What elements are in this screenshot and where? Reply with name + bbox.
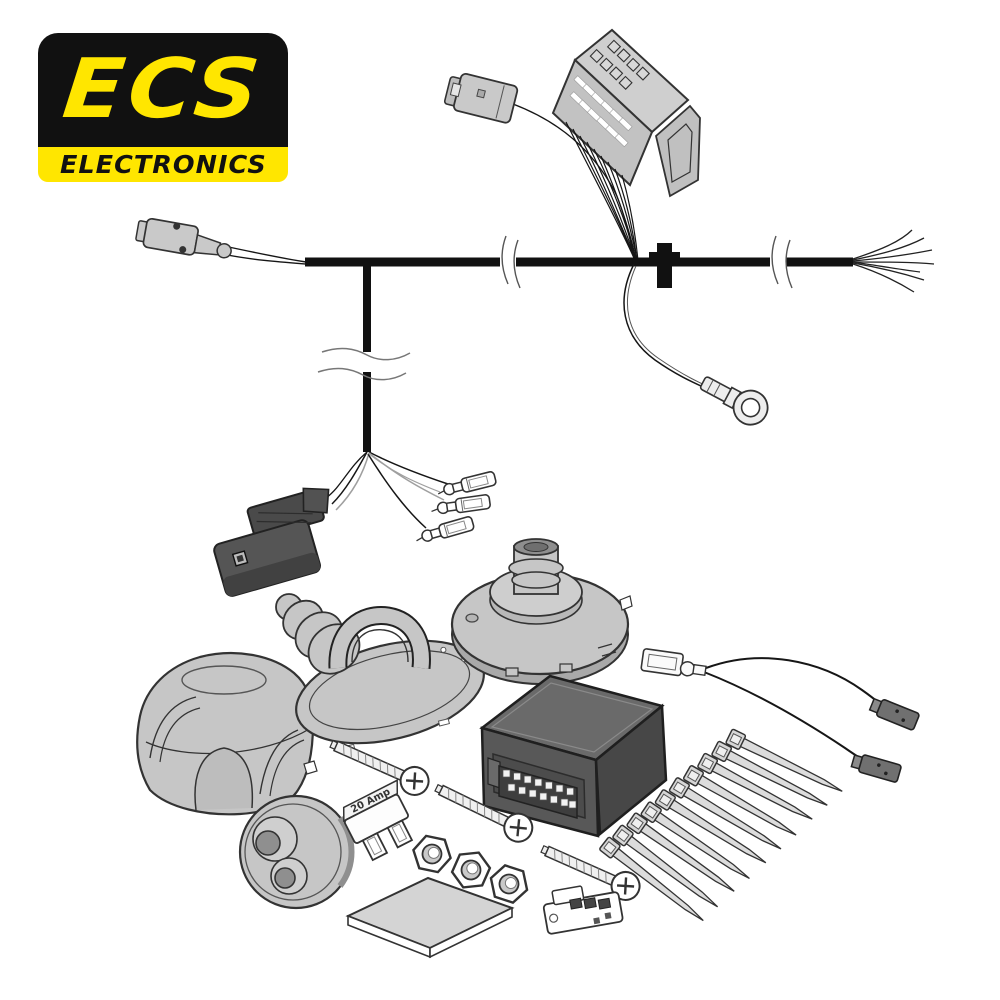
connector-block-terminals bbox=[589, 39, 651, 90]
branch-cable bbox=[317, 264, 411, 452]
frayed-wire-ends bbox=[852, 229, 935, 293]
black-plug-connector bbox=[213, 487, 330, 597]
dual-hole-seal bbox=[238, 794, 355, 910]
ecs-logo-black-panel: ECS bbox=[38, 33, 288, 147]
ring-terminal bbox=[699, 376, 769, 426]
vehicle-connector-block bbox=[551, 28, 701, 198]
cable-break-mark bbox=[771, 235, 779, 285]
bullet-terminals bbox=[413, 470, 498, 547]
branch-wire-fan bbox=[325, 451, 449, 529]
ecs-logo: ECS ELECTRONICS bbox=[38, 33, 288, 182]
foam-pad bbox=[345, 876, 515, 959]
blade-fuse: 20 Amp bbox=[342, 779, 414, 862]
fuse-holder-connector bbox=[542, 885, 624, 935]
y-splitter-lead bbox=[640, 648, 921, 784]
connector-block-slots bbox=[569, 75, 633, 148]
ecs-logo-subtitle-text: ELECTRONICS bbox=[59, 150, 267, 179]
inline-fuse-tap bbox=[649, 243, 680, 288]
ecu-module bbox=[479, 674, 668, 838]
main-harness-cable bbox=[305, 235, 853, 289]
small-pre-connector bbox=[443, 73, 635, 259]
cable-break-mark bbox=[321, 347, 411, 361]
ground-wire bbox=[623, 258, 717, 394]
cable-break-mark bbox=[501, 235, 509, 285]
seven-pin-socket-housing bbox=[136, 652, 318, 816]
ecs-logo-yellow-band: ELECTRONICS bbox=[38, 147, 288, 182]
spade-terminal bbox=[640, 648, 707, 677]
harness-end-connector bbox=[135, 217, 307, 265]
rubber-grommet bbox=[275, 593, 431, 675]
socket-mounting-plate bbox=[450, 538, 633, 685]
